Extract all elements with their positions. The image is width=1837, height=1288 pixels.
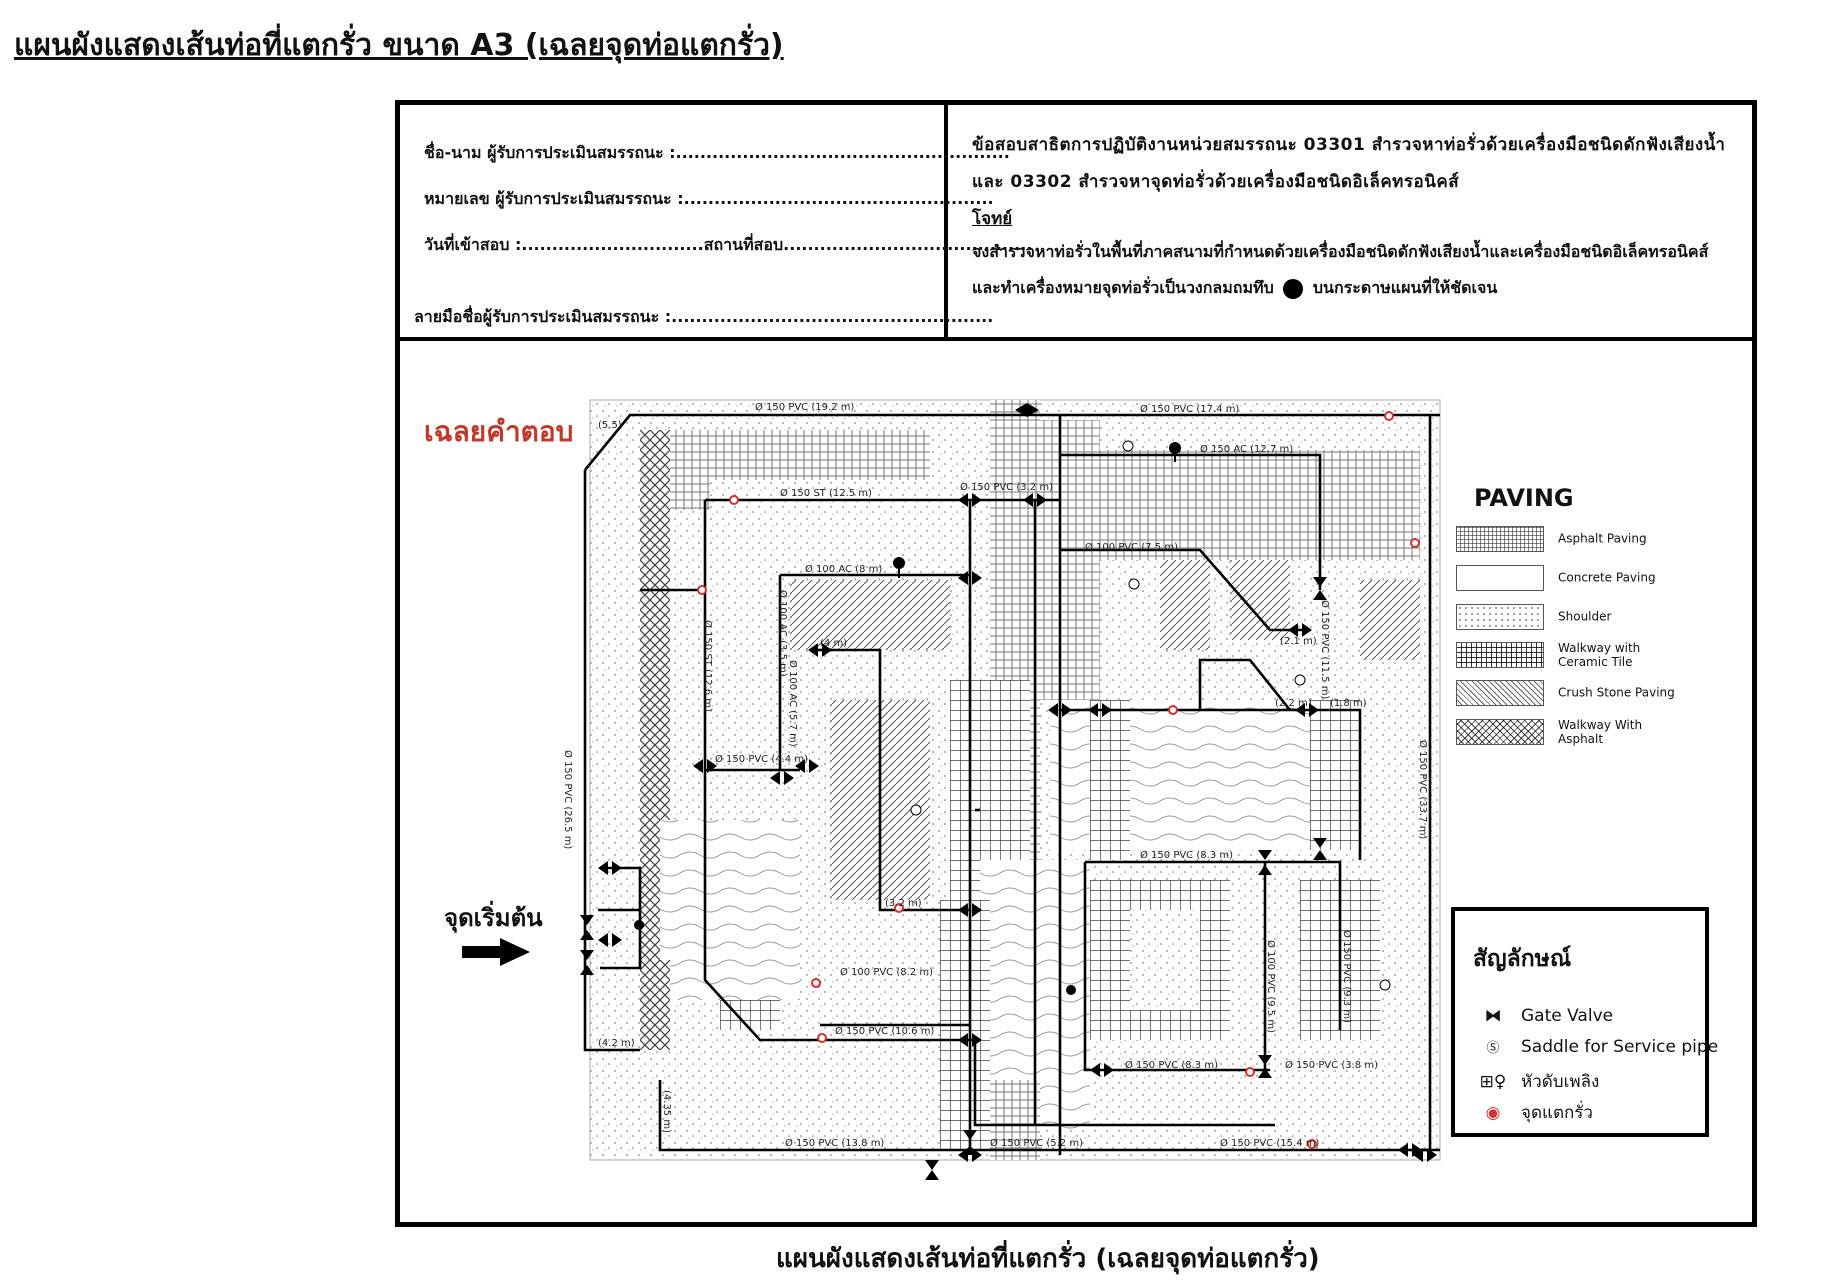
saddles bbox=[910, 440, 1391, 991]
asphalt-swatch-icon bbox=[1456, 526, 1544, 552]
paving-title: PAVING bbox=[1474, 484, 1574, 512]
pipe-label: Ø 150 PVC (8.3 m) bbox=[1140, 849, 1233, 861]
pipe-label: Ø 150 PVC (33.7 m) bbox=[1417, 740, 1429, 839]
pipe-label: (2.2 m) bbox=[1275, 698, 1312, 709]
signature-field: ลายมือชื่อผู้รับการประเมินสมรรถนะ :.....… bbox=[414, 307, 994, 326]
pipe-label: Ø 150 PVC (26.5 m) bbox=[562, 750, 574, 849]
pipe-label: (5.5) bbox=[598, 420, 622, 431]
plan-frame: ชื่อ-นาม ผู้รับการประเมินสมรรถนะ :......… bbox=[395, 100, 1757, 1227]
pipe-label-group: Ø 150 PVC (19.2 m) Ø 150 PVC (17.4 m) Ø … bbox=[562, 401, 1429, 1149]
pipe-label: (3.2 m) bbox=[885, 898, 922, 909]
pipe-label: Ø 150 PVC (3.2 m) bbox=[960, 481, 1053, 493]
pipe-label: Ø 150 ST (12.6 m) bbox=[702, 620, 714, 712]
symbol-legend: สัญลักษณ์ ⧓ Gate Valve Ⓢ Saddle for Servic… bbox=[1451, 907, 1718, 1137]
pipe-label: Ø 100 PVC (9.5 m) bbox=[1265, 940, 1277, 1033]
task-order: จงสำรวจหาท่อรั่วในพื้นที่ภาคสนามที่กำหนด… bbox=[972, 234, 1730, 306]
fire-hydrants bbox=[634, 442, 1181, 995]
shoulder-swatch-icon bbox=[1456, 604, 1544, 630]
task-subject: โจทย์ bbox=[972, 209, 1013, 229]
pipe-label: (4 m) bbox=[820, 638, 847, 649]
task-text: ข้อสอบสาธิตการปฏิบัติงานหน่วยสมรรถนะ 033… bbox=[972, 135, 1726, 192]
leak-point-icon: ◉ bbox=[1485, 1103, 1501, 1123]
filled-circle-icon bbox=[1283, 278, 1304, 299]
legend-label: จุดแตกรั่ว bbox=[1521, 1103, 1593, 1123]
paving-label: Crush Stone Paving bbox=[1558, 685, 1675, 700]
pipe-label: Ø 150 PVC (5.2 m) bbox=[990, 1137, 1083, 1149]
crush-stone-swatch-icon bbox=[1456, 680, 1544, 706]
pipe-label: Ø 100 PVC (8.2 m) bbox=[840, 966, 933, 978]
pipe-label: (4.35 m) bbox=[661, 1090, 672, 1133]
concrete-swatch-icon bbox=[1456, 565, 1544, 591]
pipe-label: Ø 150 PVC (17.4 m) bbox=[1140, 403, 1239, 415]
gate-valve-icon: ⧓ bbox=[1484, 1006, 1502, 1026]
bottom-caption: แผนผังแสดงเส้นท่อที่แตกรั่ว (เฉลยจุดท่อแ… bbox=[776, 1244, 1320, 1274]
ceramic-swatch-icon bbox=[1456, 642, 1544, 668]
pipe-label: Ø 150 PVC (13.8 m) bbox=[785, 1137, 884, 1149]
pipe-label: (4.2 m) bbox=[598, 1038, 635, 1049]
fire-hydrant-icon: ⊞♀ bbox=[1479, 1072, 1507, 1092]
paving-item-crush-stone: Crush Stone Paving bbox=[1456, 680, 1675, 706]
start-arrow-icon bbox=[462, 938, 530, 966]
legend-title: สัญลักษณ์ bbox=[1473, 946, 1572, 972]
task-description: ข้อสอบสาธิตการปฏิบัติงานหน่วยสมรรถนะ 033… bbox=[948, 105, 1752, 341]
pipe-label: Ø 150 PVC (11.5 m) bbox=[1319, 600, 1331, 699]
pipe-label: Ø 150 PVC (15.4 m) bbox=[1220, 1137, 1319, 1149]
start-point-label: จุดเริ่มต้น bbox=[444, 904, 543, 932]
pipe-label: Ø 150 PVC (10.6 m) bbox=[835, 1025, 934, 1037]
paving-item-shoulder: Shoulder bbox=[1456, 604, 1611, 630]
legend-gate-valve: ⧓ Gate Valve bbox=[1479, 1006, 1614, 1026]
paving-item-concrete: Concrete Paving bbox=[1456, 565, 1656, 591]
pipe-label: Ø 150 PVC (8.3 m) bbox=[1125, 1059, 1218, 1071]
gate-valves bbox=[580, 403, 1437, 1180]
exam-date-place-field: วันที่เข้าสอบ :.........................… bbox=[424, 235, 1033, 254]
paving-item-walkway-asphalt: Walkway With Asphalt bbox=[1456, 718, 1648, 746]
candidate-id-field: หมายเลข ผู้รับการประเมินสมรรถนะ :.......… bbox=[424, 189, 994, 208]
task-order-text: จงสำรวจหาท่อรั่วในพื้นที่ภาคสนามที่กำหนด… bbox=[972, 242, 1709, 297]
paving-label: Walkway With Asphalt bbox=[1558, 718, 1643, 746]
pipe-label: Ø 150 ST (12.5 m) bbox=[780, 487, 872, 499]
pipe-label: Ø 150 PVC (19.2 m) bbox=[755, 401, 854, 413]
legend-label: หัวดับเพลิง bbox=[1521, 1072, 1600, 1092]
pipe-label: Ø 100 AC (5.7 m) bbox=[787, 660, 799, 747]
paving-label: Shoulder bbox=[1558, 609, 1612, 624]
paving-label: Asphalt Paving bbox=[1558, 531, 1647, 546]
task-order-tail: บนกระดาษแผนที่ให้ชัดเจน bbox=[1312, 278, 1498, 297]
answer-label: เฉลยคำตอบ bbox=[424, 415, 574, 448]
saddle-icon: Ⓢ bbox=[1486, 1041, 1500, 1056]
candidate-form: ชื่อ-นาม ผู้รับการประเมินสมรรถนะ :......… bbox=[400, 105, 1032, 341]
legend-label: Gate Valve bbox=[1521, 1006, 1614, 1026]
legend-hydrant: ⊞♀ หัวดับเพลิง bbox=[1479, 1068, 1600, 1095]
pipe-label: (2.1 m) bbox=[1280, 636, 1317, 647]
page-title: แผนผังแสดงเส้นท่อที่แตกรั่ว ขนาด A3 (เฉล… bbox=[14, 28, 784, 63]
leak-points bbox=[697, 411, 1420, 1149]
paving-label: Concrete Paving bbox=[1558, 570, 1656, 585]
legend-label: Saddle for Service pipe bbox=[1521, 1037, 1719, 1057]
pipe-label: Ø 150 PVC (9.3 m) bbox=[1341, 930, 1353, 1023]
paving-item-asphalt: Asphalt Paving bbox=[1456, 526, 1647, 552]
pipe-label: Ø 100 PVC (7.5 m) bbox=[1085, 541, 1178, 553]
pipe-label: (1.8 m) bbox=[1330, 698, 1367, 709]
pipe-label: Ø 150 PVC (4.4 m) bbox=[715, 753, 808, 765]
candidate-name-field: ชื่อ-นาม ผู้รับการประเมินสมรรถนะ :......… bbox=[424, 143, 1010, 162]
legend-saddle: Ⓢ Saddle for Service pipe bbox=[1479, 1037, 1718, 1057]
paving-item-ceramic: Walkway with Ceramic Tile bbox=[1456, 641, 1648, 669]
walkway-asphalt-swatch-icon bbox=[1456, 719, 1544, 745]
legend-leak: ◉ จุดแตกรั่ว bbox=[1479, 1099, 1593, 1126]
paving-label: Walkway with Ceramic Tile bbox=[1558, 641, 1641, 669]
pipe-label: Ø 100 AC (8 m) bbox=[805, 563, 882, 575]
pipe-label: Ø 150 AC (12.7 m) bbox=[1200, 443, 1293, 455]
pipe-label: Ø 100 AC (3.5 m) bbox=[777, 590, 789, 677]
pipe-label: Ø 150 PVC (3.8 m) bbox=[1285, 1059, 1378, 1071]
